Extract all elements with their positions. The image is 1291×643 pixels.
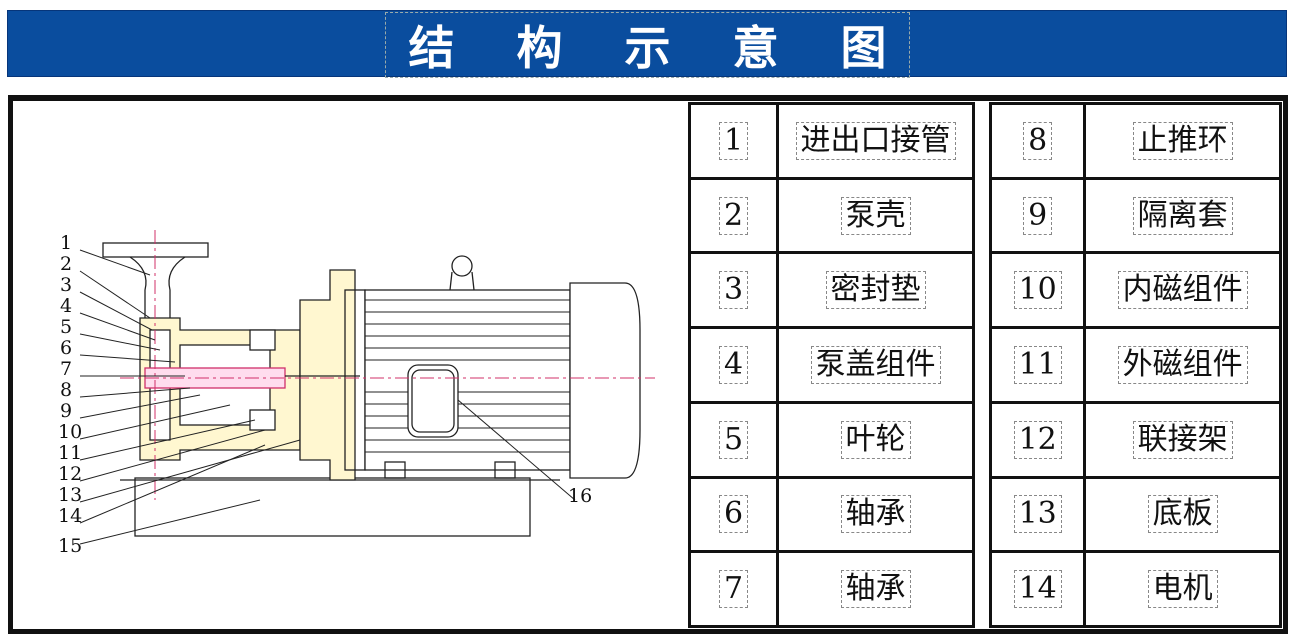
table-row: 2 泵壳 9 隔离套 xyxy=(687,176,1282,255)
part-name-cell: 止推环 xyxy=(1083,102,1282,180)
part-number-cell: 1 xyxy=(687,102,780,180)
title-box: 结构示意图 xyxy=(385,12,910,78)
column-separator xyxy=(971,551,993,627)
part-name: 进出口接管 xyxy=(795,121,956,160)
column-separator xyxy=(971,402,993,478)
bracket xyxy=(299,269,356,481)
part-number: 2 xyxy=(719,196,749,235)
part-number-cell: 5 xyxy=(687,400,780,479)
column-separator xyxy=(971,178,993,253)
drawing-label: 3 xyxy=(60,274,72,296)
column-separator xyxy=(971,252,993,328)
terminal-box xyxy=(407,364,459,438)
part-name-cell: 隔离套 xyxy=(1083,176,1282,255)
part-number: 13 xyxy=(1013,495,1062,534)
part-number-cell: 3 xyxy=(687,251,780,330)
part-name: 外磁组件 xyxy=(1117,345,1248,384)
drawing-label: 5 xyxy=(60,316,72,338)
drawing-label: 12 xyxy=(58,463,82,485)
part-number: 8 xyxy=(1023,121,1053,160)
part-name-cell: 电机 xyxy=(1083,550,1282,628)
part-number-cell: 12 xyxy=(989,400,1087,479)
part-number-cell: 6 xyxy=(687,475,780,554)
part-number-cell: 14 xyxy=(989,550,1087,628)
part-number: 5 xyxy=(719,420,749,459)
part-name-cell: 外磁组件 xyxy=(1083,326,1282,404)
part-name-cell: 轴承 xyxy=(776,550,975,628)
part-name-cell: 联接架 xyxy=(1083,400,1282,479)
part-number: 9 xyxy=(1023,196,1053,235)
part-number-cell: 2 xyxy=(687,176,780,255)
drawing-label: 13 xyxy=(58,484,82,506)
part-number: 1 xyxy=(719,121,749,160)
motor-fan-cover xyxy=(569,282,641,479)
motor-body xyxy=(364,289,571,471)
part-number-cell: 13 xyxy=(989,475,1087,554)
part-number-cell: 8 xyxy=(989,102,1087,180)
page-title: 结构示意图 xyxy=(408,21,949,75)
drawing-label: 4 xyxy=(60,295,72,317)
part-name-cell: 底板 xyxy=(1083,475,1282,554)
part-number: 6 xyxy=(719,495,749,534)
part-number: 12 xyxy=(1013,420,1062,459)
part-name: 止推环 xyxy=(1132,121,1233,160)
column-separator xyxy=(971,327,993,403)
part-name: 隔离套 xyxy=(1132,196,1233,235)
part-name-cell: 叶轮 xyxy=(776,400,975,479)
column-separator xyxy=(971,103,993,179)
drawing-label: 7 xyxy=(60,358,72,380)
parts-table: 1 进出口接管 8 止推环 2 泵壳 9 隔离套 3 密封垫 10 内磁组件 4 泵盖组件 11 外磁组件 5 叶… xyxy=(687,102,1282,628)
part-name: 电机 xyxy=(1147,570,1218,609)
part-name: 密封垫 xyxy=(825,271,926,310)
part-number: 7 xyxy=(719,570,749,609)
column-separator xyxy=(971,477,993,552)
table-row: 6 轴承 13 底板 xyxy=(687,475,1282,554)
part-number-cell: 4 xyxy=(687,326,780,404)
part-name: 叶轮 xyxy=(840,420,911,459)
part-number-cell: 7 xyxy=(687,550,780,628)
lifting-eye xyxy=(451,255,473,277)
part-name-cell: 泵壳 xyxy=(776,176,975,255)
part-name-cell: 密封垫 xyxy=(776,251,975,330)
part-name: 泵壳 xyxy=(840,196,911,235)
drawing-label: 1 xyxy=(60,232,72,254)
diagram-frame xyxy=(8,95,1288,634)
drawing-label: 15 xyxy=(58,535,82,557)
part-name: 联接架 xyxy=(1132,420,1233,459)
part-name: 底板 xyxy=(1147,495,1218,534)
part-name-cell: 进出口接管 xyxy=(776,102,975,180)
drawing-label: 11 xyxy=(58,442,82,464)
drawing-label: 2 xyxy=(60,253,72,275)
part-number: 10 xyxy=(1013,271,1062,310)
part-number: 11 xyxy=(1013,345,1062,384)
part-name: 泵盖组件 xyxy=(810,345,941,384)
part-number-cell: 9 xyxy=(989,176,1087,255)
part-number-cell: 11 xyxy=(989,326,1087,404)
part-name: 轴承 xyxy=(840,495,911,534)
part-number-cell: 10 xyxy=(989,251,1087,330)
drawing-label: 6 xyxy=(60,337,72,359)
base-plate xyxy=(134,477,531,537)
table-row: 5 叶轮 12 联接架 xyxy=(687,400,1282,479)
drawing-label: 8 xyxy=(60,379,72,401)
drawing-label: 10 xyxy=(58,421,82,443)
part-number: 4 xyxy=(719,345,749,384)
table-row: 1 进出口接管 8 止推环 xyxy=(687,102,1282,180)
part-number: 14 xyxy=(1013,570,1062,609)
drawing-label: 14 xyxy=(58,505,82,527)
pump-structure-drawing: 1 2 3 4 5 6 7 8 9 10 11 12 13 14 15 16 xyxy=(58,230,655,557)
drawing-label: 9 xyxy=(60,400,72,422)
table-row: 7 轴承 14 电机 xyxy=(687,550,1282,628)
part-name: 轴承 xyxy=(840,570,911,609)
part-name: 内磁组件 xyxy=(1117,271,1248,310)
table-row: 3 密封垫 10 内磁组件 xyxy=(687,251,1282,330)
drawing-label: 16 xyxy=(568,485,592,507)
part-name-cell: 内磁组件 xyxy=(1083,251,1282,330)
table-row: 4 泵盖组件 11 外磁组件 xyxy=(687,326,1282,404)
part-number: 3 xyxy=(719,271,749,310)
title-banner xyxy=(7,10,1287,77)
part-name-cell: 轴承 xyxy=(776,475,975,554)
part-name-cell: 泵盖组件 xyxy=(776,326,975,404)
